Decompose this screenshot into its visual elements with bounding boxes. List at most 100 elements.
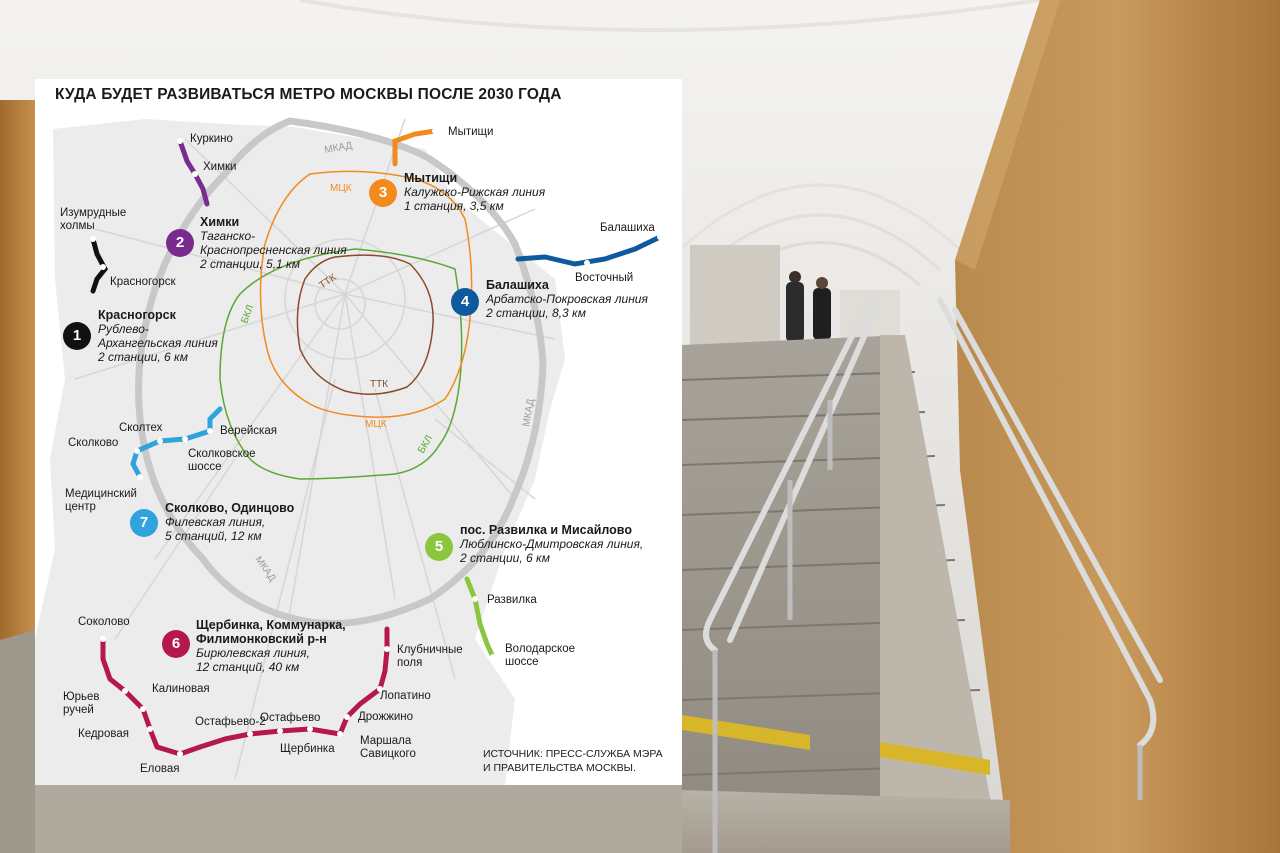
line3-route [392, 128, 438, 167]
station-izumrud-2: холмы [60, 220, 95, 232]
station-vereyskaya: Верейская [220, 425, 277, 437]
callout-1-name: Красногорск [98, 308, 176, 322]
callout-7: Сколково, Одинцово Филевская линия, 5 ст… [165, 501, 294, 543]
badge-3: 3 [369, 179, 397, 207]
station-yuryev-1: Юрьев [63, 691, 100, 703]
station-ostafyevo2-dot [247, 731, 253, 737]
city-area [35, 119, 565, 785]
badge-7: 7 [130, 509, 158, 537]
source-note: ИСТОЧНИК: ПРЕСС-СЛУЖБА МЭРА И ПРАВИТЕЛЬС… [483, 747, 663, 775]
station-izumrud-dot [90, 236, 96, 242]
callout-5: пос. Развилка и Мисайлово Люблинско-Дмит… [460, 523, 643, 565]
mck-label-bottom: МЦК [365, 419, 387, 430]
mck-ring [259, 170, 473, 418]
line4-route [515, 234, 663, 267]
callout-6: Щербинка, Коммунарка, Филимонковский р-н… [196, 618, 346, 674]
station-ostafyevo2: Остафьево-2 [195, 716, 266, 728]
station-yuryev-2: ручей [63, 704, 94, 716]
callout-4-line: Арбатско-Покровская линия [486, 292, 648, 306]
callout-3-name: Мытищи [404, 171, 458, 185]
mkad-label-top: МКАД [324, 140, 354, 156]
station-skolk-sh-dot [182, 436, 188, 442]
callout-3: Мытищи Калужско-Рижская линия 1 станция,… [404, 171, 545, 213]
road-network [74, 118, 556, 780]
callout-5-name: пос. Развилка и Мисайлово [460, 523, 632, 537]
station-volod-dot [490, 654, 496, 660]
station-elovaya: Еловая [140, 763, 180, 775]
station-ostafyevo: Остафьево [260, 712, 321, 724]
callout-3-stats: 1 станция, 3,5 км [404, 199, 504, 213]
callout-4: Балашиха Арбатско-Покровская линия 2 ста… [486, 278, 648, 320]
line5-route [464, 576, 496, 660]
station-kurkino-dot [177, 138, 183, 144]
callout-2-line2: Краснопресненская линия [200, 243, 347, 257]
callout-6-stats: 12 станций, 40 км [196, 660, 300, 674]
station-volod-1: Володарское [505, 643, 575, 655]
station-razvilka: Развилка [487, 594, 537, 606]
station-sokolovo: Соколово [78, 616, 130, 628]
source-line-2: И ПРАВИТЕЛЬСТВА МОСКВЫ. [483, 762, 636, 774]
badge-5: 5 [425, 533, 453, 561]
station-skoltech: Сколтех [119, 422, 163, 434]
station-klubnich-dot [384, 646, 390, 652]
station-khimki: Химки [203, 161, 237, 173]
callout-4-name: Балашиха [486, 278, 549, 292]
station-kalinovaya-dot [140, 706, 146, 712]
callout-1: Красногорск Рублево- Архангельская линия… [98, 308, 218, 364]
station-med-dot [137, 474, 143, 480]
callout-1-stats: 2 станции, 6 км [98, 350, 188, 364]
station-skolk-sh-2: шоссе [188, 461, 222, 473]
callout-6-name2: Филимонковский р-н [196, 632, 327, 646]
station-skolkovo: Сколково [68, 437, 119, 449]
source-line-1: ИСТОЧНИК: ПРЕСС-СЛУЖБА МЭРА [483, 748, 663, 760]
station-volod-2: шоссе [505, 656, 539, 668]
metro-infographic: МКАД МКАД МКАД МЦК МЦК ТТК ТТК БКЛ БКЛ К… [35, 79, 682, 785]
station-yuryev-dot [122, 688, 128, 694]
badge-1: 1 [63, 322, 91, 350]
line6-route [100, 626, 390, 757]
station-klubnich-1: Клубничные [397, 644, 463, 656]
station-krasnogorsk-dot [100, 264, 106, 270]
callout-1-line: Рублево- [98, 322, 149, 336]
station-lopatino-dot [377, 686, 383, 692]
callout-7-line: Филевская линия, [165, 515, 266, 529]
station-shcherbinka-dot [307, 726, 313, 732]
station-kalinovaya: Калиновая [152, 683, 210, 695]
station-skoltech-dot [157, 438, 163, 444]
metro-map: МКАД МКАД МКАД МЦК МЦК ТТК ТТК БКЛ БКЛ [35, 117, 663, 785]
station-vereyskaya-dot [207, 428, 213, 434]
station-izumrud-1: Изумрудные [60, 207, 127, 219]
station-mytishchi: Мытищи [448, 126, 494, 138]
mck-label-top: МЦК [330, 183, 352, 194]
station-skolkovo-dot [134, 448, 140, 454]
callout-6-line: Бирюлевская линия, [196, 646, 310, 660]
station-vostochny: Восточный [575, 272, 634, 284]
station-drozhzhino-dot [344, 714, 350, 720]
station-marshala-1: Маршала [360, 735, 412, 747]
station-khimki-dot [192, 171, 198, 177]
station-kurkino: Куркино [190, 133, 233, 145]
station-razvilka-dot [472, 596, 478, 602]
station-shcherbinka: Щербинка [280, 743, 335, 755]
station-med-2: центр [65, 501, 96, 513]
ttk-label-bottom: ТТК [370, 379, 388, 390]
badge-6: 6 [162, 630, 190, 658]
station-skolk-sh-1: Сколковское [188, 448, 256, 460]
callout-5-stats: 2 станции, 6 км [460, 551, 550, 565]
station-mytishchi-dot [432, 128, 438, 134]
callout-1-line2: Архангельская линия [98, 336, 218, 350]
callout-2-stats: 2 станции, 5,1 км [200, 257, 300, 271]
station-lopatino: Лопатино [380, 690, 431, 702]
station-kedrovaya-dot [147, 726, 153, 732]
station-ostafyevo-dot [277, 728, 283, 734]
callout-2-name: Химки [200, 215, 240, 229]
ttk-ring [296, 254, 434, 395]
callout-4-stats: 2 станции, 8,3 км [486, 306, 586, 320]
badge-4: 4 [451, 288, 479, 316]
station-klubnich-2: поля [397, 657, 423, 669]
station-sokolovo-dot [100, 636, 106, 642]
mkad-label-right: МКАД [521, 398, 537, 428]
callout-3-line: Калужско-Рижская линия [404, 185, 546, 199]
station-balashikha: Балашиха [600, 222, 655, 234]
station-vostochny-dot [584, 260, 590, 266]
